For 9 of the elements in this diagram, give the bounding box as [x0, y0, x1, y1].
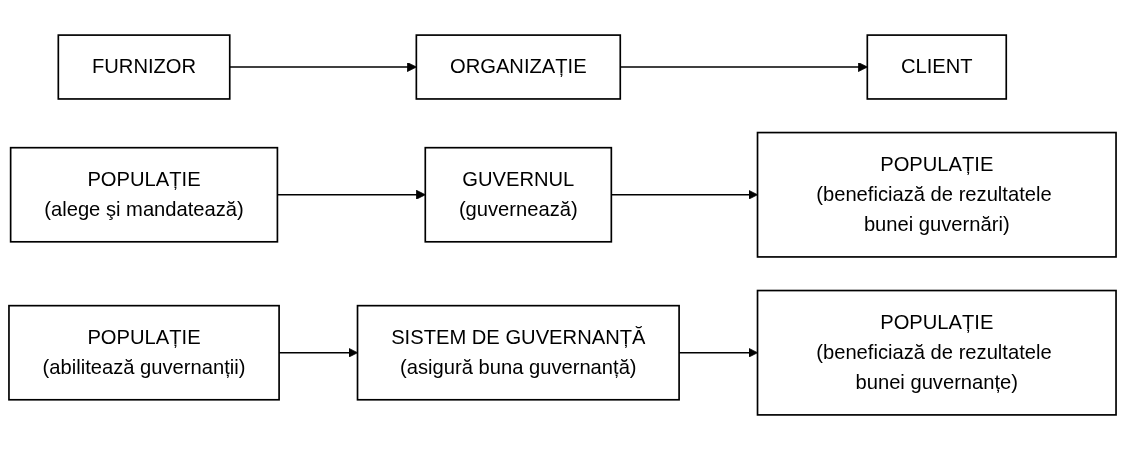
node-box: GUVERNUL (guvernează) [424, 146, 613, 243]
node-box: POPULAȚIE (alege şi mandatează) [9, 146, 279, 243]
node-box: FURNIZOR [57, 34, 231, 100]
node-box: CLIENT [866, 34, 1008, 100]
node-box: SISTEM DE GUVERNANȚĂ (asigură buna guvernanță) [356, 304, 680, 401]
node-box: POPULAȚIE (abilitează guvernanții) [8, 304, 280, 401]
node-box: POPULAȚIE (beneficiază de rezultatele bunei guvernări) [756, 131, 1117, 258]
node-box: ORGANIZAȚIE [415, 34, 622, 100]
node-box: POPULAȚIE (beneficiază de rezultatele bunei guvernanțe) [756, 289, 1117, 416]
